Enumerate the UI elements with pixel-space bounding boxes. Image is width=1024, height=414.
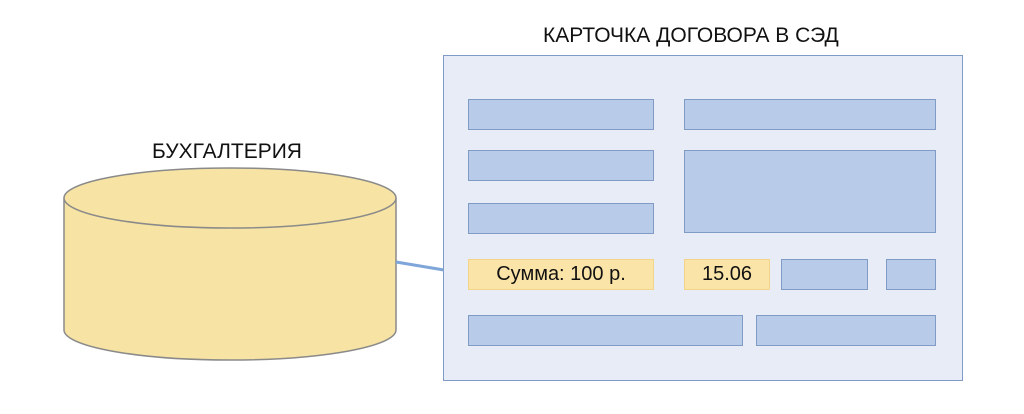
card-title: КАРТОЧКА ДОГОВОРА В СЭД [543,24,839,47]
cylinder-body [63,198,397,361]
card-field [781,259,868,290]
card-field [468,99,654,130]
card-field [684,99,936,130]
date-field: 15.06 [684,259,770,290]
card-field [468,203,654,234]
cylinder-top [63,167,397,229]
amount-field: Сумма: 100 р. [468,259,654,290]
database-cylinder [63,167,397,361]
accounting-label: БУХГАЛТЕРИЯ [152,140,302,163]
card-field [756,315,936,346]
card-field-large [684,150,936,233]
card-field [886,259,936,290]
card-field [468,315,743,346]
contract-card: Сумма: 100 р. 15.06 [443,55,963,381]
card-field [468,150,654,181]
